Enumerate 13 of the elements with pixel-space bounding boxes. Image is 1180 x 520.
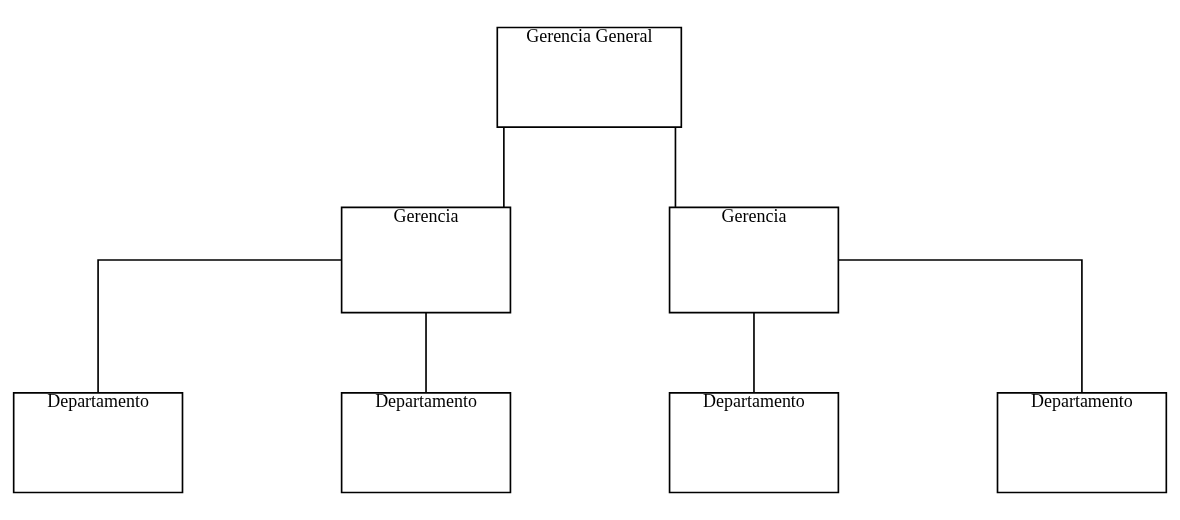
connector bbox=[425, 312, 427, 394]
node-box: Departamento bbox=[668, 392, 840, 494]
connector bbox=[674, 126, 677, 208]
node-box: Departamento bbox=[340, 392, 512, 494]
connector bbox=[503, 126, 505, 208]
connector bbox=[97, 259, 343, 394]
connector bbox=[753, 312, 755, 394]
node-box: Gerencia General bbox=[496, 26, 683, 128]
node-box: Departamento bbox=[996, 392, 1168, 494]
node-box: Departamento bbox=[12, 392, 184, 494]
node-box: Gerencia bbox=[668, 206, 840, 314]
connector bbox=[837, 259, 1083, 394]
node-box: Gerencia bbox=[340, 206, 512, 314]
